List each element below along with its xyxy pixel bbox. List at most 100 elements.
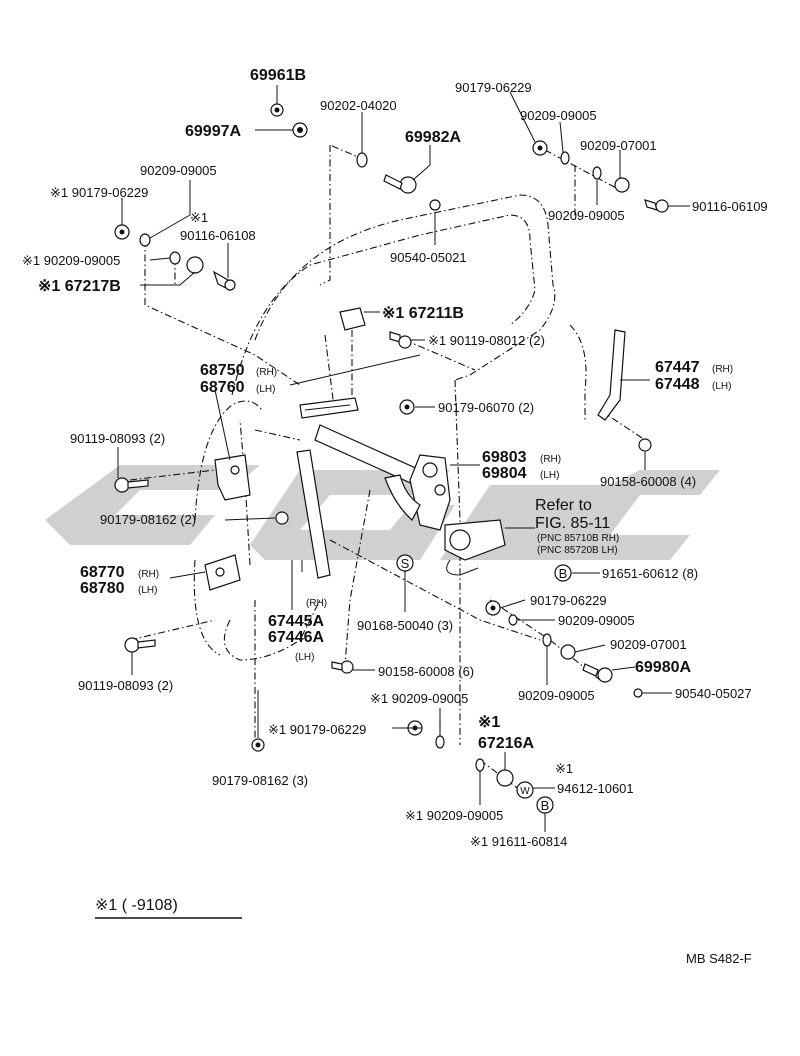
label-mark1-l: ※1 [190, 210, 208, 225]
part-bolt-90158-60008-6 [331, 660, 354, 674]
label-90158-60008-6: 90158-60008 (6) [378, 664, 474, 679]
part-washer-tr-2 [592, 166, 602, 180]
label-69803: 69803 [482, 449, 527, 466]
part-nut-m-90179-06229 [485, 600, 501, 616]
mark-s-text: S [401, 556, 410, 571]
label-90119-08012: ※1 90119-08012 (2) [428, 333, 545, 348]
label-90209-07001-m: 90209-07001 [610, 637, 687, 652]
part-bolt-90116-06109 [644, 199, 669, 213]
label-90179-06229-tr: 90179-06229 [455, 80, 532, 95]
label-mark1-w: ※1 [555, 761, 573, 776]
part-run-channel-67447 [597, 329, 626, 421]
label-pnc-rh: (PNC 85710B RH) [537, 533, 619, 544]
label-67448: 67448 [655, 376, 700, 393]
part-washer-m2 [542, 633, 552, 647]
label-69961B: 69961B [250, 67, 306, 84]
part-nut-m-90209-07001 [560, 644, 576, 660]
label-67446A: 67446A [268, 629, 324, 646]
label-69982A: 69982A [405, 129, 461, 146]
label-90158-60008-4: 90158-60008 (4) [600, 474, 696, 489]
mark-b1-text: B [559, 566, 568, 581]
part-bolt-69982A [383, 174, 417, 194]
part-bolt-90116-06108 [212, 270, 236, 292]
part-nut-tr-90209-07001 [614, 177, 630, 193]
label-refer-to: Refer to [535, 497, 592, 514]
part-nut-90540-05027 [633, 688, 643, 698]
label-67217B: ※1 67217B [38, 278, 121, 295]
mark-w: W [516, 781, 534, 799]
label-68780: 68780 [80, 580, 125, 597]
label-90116-06108: 90116-06108 [180, 228, 256, 243]
part-bolt-90119-08093-b [124, 637, 156, 653]
label-68750-side: (RH) [256, 367, 277, 378]
part-motor [444, 519, 506, 576]
label-90209-09005-m2: 90209-09005 [518, 688, 595, 703]
part-nut-tr-90179 [532, 140, 548, 156]
part-bolt-90119-08093-a [114, 477, 149, 493]
label-68780-side: (LH) [138, 585, 157, 596]
part-bolt-90119-08012 [389, 331, 412, 349]
label-90119-08093-a: 90119-08093 (2) [70, 431, 165, 446]
label-90179-06070: 90179-06070 (2) [438, 400, 534, 415]
part-washer-tr-1 [560, 151, 570, 165]
label-90209-09005-tr: 90209-09005 [520, 108, 597, 123]
part-hinge-68770 [204, 554, 241, 591]
part-nut-90179-08162-3 [251, 738, 265, 752]
label-67445A: 67445A [268, 613, 324, 630]
part-nut-l-90179 [114, 224, 130, 240]
part-nut-90179-08162-2 [275, 511, 289, 525]
part-regulator-69803 [314, 424, 451, 531]
label-67447-side: (RH) [712, 364, 733, 375]
leader-lines [117, 85, 690, 832]
label-fig-ref: FIG. 85-11 [535, 515, 610, 532]
part-washer-b2 [475, 758, 485, 772]
part-washer-l2 [169, 251, 181, 265]
label-pnc-lh: (PNC 85720B LH) [537, 545, 618, 556]
label-90209-09005-tr2: 90209-09005 [548, 208, 625, 223]
label-67445A-side: (RH) [306, 598, 327, 609]
part-run-channel-67445A [296, 449, 331, 579]
label-90540-05027: 90540-05027 [675, 686, 752, 701]
label-69804: 69804 [482, 465, 527, 482]
part-bracket-67217B [186, 256, 204, 274]
part-bolt-90158-60008-4 [638, 438, 652, 452]
label-69997A: 69997A [185, 123, 241, 140]
part-channel-68750 [299, 397, 359, 419]
label-67448-side: (LH) [712, 381, 731, 392]
mark-b2-text: B [541, 798, 550, 813]
part-washer-m [508, 614, 518, 626]
label-68760: 68760 [200, 379, 245, 396]
label-90116-06109: 90116-06109 [692, 199, 768, 214]
part-cushion-69997A [292, 122, 308, 138]
label-90202-04020: 90202-04020 [320, 98, 397, 113]
label-90209-09005-b1: ※1 90209-09005 [370, 691, 468, 706]
part-bracket-67211B [339, 307, 366, 331]
part-washer-90202 [356, 152, 368, 168]
part-nut-90540-05021 [429, 199, 441, 211]
label-mark1-b: ※1 [478, 714, 500, 731]
label-91611-60814: ※1 91611-60814 [470, 834, 567, 849]
label-90179-06229-l: ※1 90179-06229 [50, 185, 148, 200]
label-90209-09005-m: 90209-09005 [558, 613, 635, 628]
footnote-text: ※1 ( -9108) [95, 897, 178, 914]
label-90119-08093-b: 90119-08093 (2) [78, 678, 173, 693]
mark-s: S [396, 554, 414, 572]
part-washer-b1 [435, 735, 445, 749]
label-90209-09005-l: 90209-09005 [140, 163, 217, 178]
part-washer-l [139, 233, 151, 247]
label-68770: 68770 [80, 564, 125, 581]
label-67216A: 67216A [478, 735, 534, 752]
part-hinge-68750 [214, 454, 251, 501]
label-69803-side: (RH) [540, 454, 561, 465]
mark-b-2: B [536, 796, 554, 814]
part-cushion-69961B [270, 103, 284, 117]
label-67447: 67447 [655, 359, 700, 376]
label-90168-50040: 90168-50040 (3) [357, 618, 453, 633]
mark-b-1: B [554, 564, 572, 582]
door-frame-outline [193, 194, 587, 745]
label-68770-side: (RH) [138, 569, 159, 580]
mark-w-text: W [520, 786, 530, 797]
part-nut-90179-06070 [399, 399, 415, 415]
